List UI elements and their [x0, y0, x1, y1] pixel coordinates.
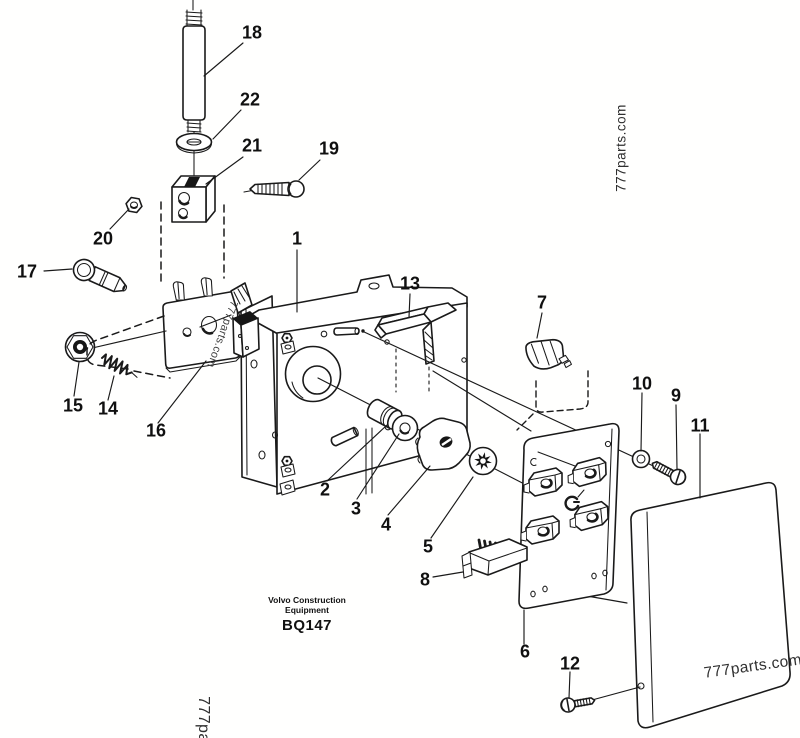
part-22-washer [175, 132, 213, 154]
callout-leader-lines [43, 42, 701, 699]
callout-19: 19 [318, 138, 340, 159]
callout-21: 21 [241, 135, 263, 156]
callout-11: 11 [690, 415, 710, 436]
callout-8: 8 [419, 569, 431, 590]
part-4-knob [415, 417, 471, 471]
callout-6: 6 [519, 641, 531, 662]
part-18-rod [182, 0, 206, 183]
part-14-spring [101, 353, 138, 378]
brand-line-2: Equipment [285, 604, 329, 615]
part-13-bracket [374, 302, 457, 393]
circlip [564, 495, 580, 511]
part-12-screw [560, 686, 641, 713]
callout-16: 16 [145, 420, 167, 441]
callout-10: 10 [631, 373, 653, 394]
callout-14: 14 [97, 398, 119, 419]
callout-12: 12 [559, 653, 581, 674]
callout-9: 9 [670, 385, 682, 406]
part-10-washer [631, 449, 651, 469]
part-7-switch [525, 338, 572, 370]
part-3-washer [391, 414, 419, 442]
part-8-connector [461, 538, 528, 579]
callout-7: 7 [536, 292, 548, 313]
callout-5: 5 [422, 536, 434, 557]
part-11-cover [630, 481, 791, 729]
dashed-guide-block21 [160, 201, 225, 284]
callout-20: 20 [92, 228, 114, 249]
caption: Volvo Construction Equipment BQ147 [227, 595, 387, 634]
watermark-bottom-left: 777parts.com [194, 696, 212, 738]
part-6-panel [518, 422, 620, 610]
model-code: BQ147 [281, 617, 333, 634]
part-17-bolt [72, 258, 128, 293]
callout-17: 17 [16, 261, 38, 282]
part-20-nut [125, 196, 143, 214]
callout-18: 18 [241, 22, 263, 43]
part-21-block [171, 175, 216, 223]
part-9-screw [651, 460, 687, 486]
part-19-screw [243, 180, 305, 198]
callout-3: 3 [350, 498, 362, 519]
callout-22: 22 [239, 89, 261, 110]
leader-nut15-axis [87, 314, 232, 350]
callout-2: 2 [319, 479, 331, 500]
brand-line-1: Volvo Construction [268, 595, 346, 605]
callout-15: 15 [62, 395, 84, 416]
watermark-right: 777parts.com [613, 104, 629, 192]
part-16-plate [162, 277, 241, 373]
callout-1: 1 [291, 228, 303, 249]
callout-4: 4 [380, 514, 392, 535]
part-5-star-washer [468, 446, 498, 476]
hinge-block [230, 282, 260, 358]
part-15-nut [64, 331, 96, 363]
dashed-guide-switch7 [516, 370, 589, 431]
dashed-guide-harness [86, 315, 171, 379]
callout-13: 13 [399, 273, 421, 294]
